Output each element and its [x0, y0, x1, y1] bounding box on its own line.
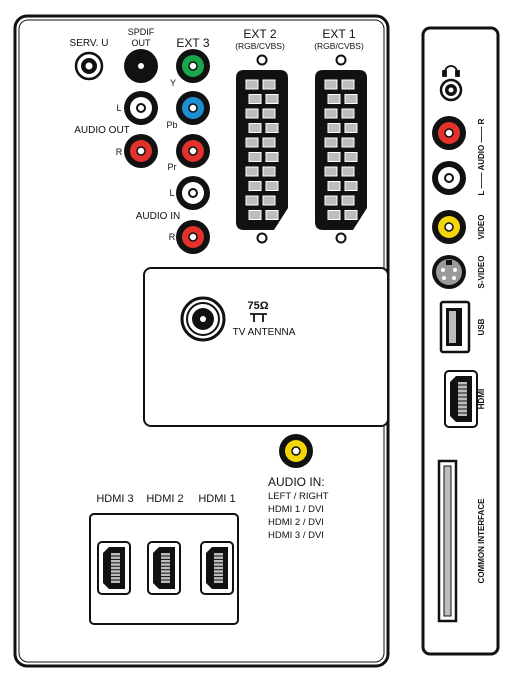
serv-u-label: SERV. U [70, 38, 109, 49]
antenna-label: TV ANTENNA [233, 327, 296, 338]
side-hdmi-label: HDMI [477, 389, 486, 409]
hdmi-audio-in-jack[interactable] [279, 434, 313, 468]
antenna-section [143, 267, 389, 427]
hdmi3-port[interactable] [97, 541, 131, 595]
pr-label: Pr [168, 162, 177, 172]
serv-u-port[interactable] [74, 51, 104, 81]
spdif-label-line1: SPDIF [128, 27, 155, 37]
audio-out-label: AUDIO OUT [74, 125, 130, 136]
usb-port[interactable] [439, 300, 471, 354]
ext1-screw-top [335, 54, 347, 66]
antenna-symbol-icon [250, 313, 267, 322]
hdmi3-label: HDMI 3 [96, 493, 133, 505]
tv-antenna-jack[interactable] [180, 296, 226, 342]
ext3-label: EXT 3 [176, 36, 209, 50]
audio-in-left-jack[interactable] [176, 176, 210, 210]
ext1-screw-bottom [335, 232, 347, 244]
pb-label: Pb [166, 120, 177, 130]
hdmi-audio-in-line: HDMI 2 / DVI [268, 517, 324, 528]
side-video-label: VIDEO [477, 215, 486, 240]
hdmi-box [89, 513, 239, 625]
audio-in-right-jack[interactable] [176, 220, 210, 254]
common-interface-slot[interactable] [437, 459, 458, 623]
ext3-pr-jack[interactable] [176, 134, 210, 168]
hdmi-audio-in-line: HDMI 3 / DVI [268, 530, 324, 541]
s-video-jack[interactable] [432, 255, 466, 289]
side-audio-right-jack[interactable] [432, 116, 466, 150]
side-video-jack[interactable] [432, 210, 466, 244]
hdmi2-label: HDMI 2 [146, 493, 183, 505]
hdmi2-port[interactable] [147, 541, 181, 595]
audio-out-left-jack[interactable] [124, 91, 158, 125]
hdmi1-port[interactable] [200, 541, 234, 595]
hdmi-audio-in-line: LEFT / RIGHT [268, 491, 329, 502]
hdmi-audio-in-line: HDMI 1 / DVI [268, 504, 324, 515]
audio-in-l-label: L [169, 188, 174, 198]
ext1-label: EXT 1 [322, 27, 355, 41]
hdmi-audio-in-title: AUDIO IN: [268, 475, 325, 489]
ext2-sub-label: (RGB/CVBS) [235, 41, 285, 51]
spdif-label-line2: OUT [132, 38, 152, 48]
ext2-screw-bottom [256, 232, 268, 244]
ext2-scart-connector[interactable] [236, 70, 288, 230]
ext3-y-jack[interactable] [176, 49, 210, 83]
headphone-jack[interactable] [439, 78, 463, 102]
y-label: Y [170, 78, 176, 88]
side-hdmi-port[interactable] [444, 370, 478, 428]
ext2-label: EXT 2 [243, 27, 276, 41]
spdif-out-jack[interactable] [124, 49, 158, 83]
ext2-screw-top [256, 54, 268, 66]
audio-out-right-jack[interactable] [124, 134, 158, 168]
headphone-icon [442, 65, 460, 77]
audio-in-label: AUDIO IN [136, 211, 180, 222]
s-video-label: S-VIDEO [477, 256, 486, 289]
ext1-scart-connector[interactable] [315, 70, 367, 230]
audio-out-l-label: L [116, 103, 121, 113]
hdmi1-label: HDMI 1 [198, 493, 235, 505]
side-audio-left-jack[interactable] [432, 161, 466, 195]
common-interface-label: COMMON INTERFACE [477, 498, 486, 584]
antenna-ohm-label: 75Ω [247, 300, 268, 312]
audio-out-r-label: R [116, 147, 123, 157]
audio-in-r-label: R [169, 232, 176, 242]
side-audio-label: L —— AUDIO —— R [477, 118, 486, 195]
ext3-pb-jack[interactable] [176, 91, 210, 125]
ext1-sub-label: (RGB/CVBS) [314, 41, 364, 51]
usb-label: USB [477, 318, 486, 335]
side-panel-outline [421, 26, 500, 656]
